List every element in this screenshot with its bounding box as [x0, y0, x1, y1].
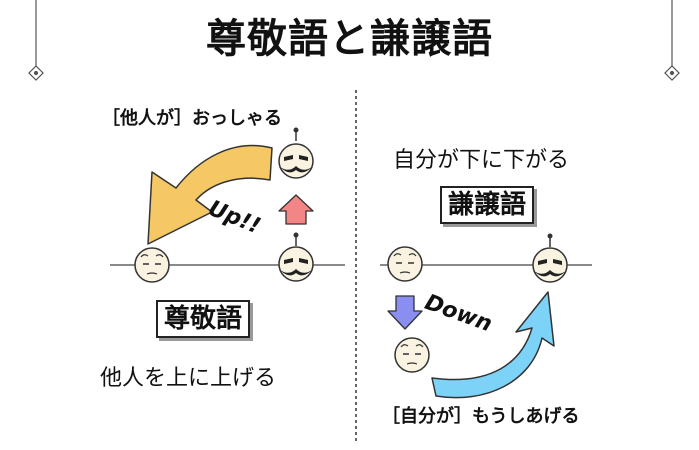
sonkeigo-box: 尊敬語	[156, 300, 251, 338]
up-arrow	[278, 194, 314, 225]
face-proud-base	[278, 232, 314, 282]
left-curved-arrow	[147, 144, 273, 245]
kenjougo-box: 謙譲語	[440, 186, 535, 224]
face-calm-right	[387, 246, 423, 282]
page-title: 尊敬語と謙譲語	[206, 15, 493, 62]
right-curved-arrow	[431, 291, 555, 399]
corner-ornament-left	[28, 0, 44, 81]
corner-ornament-right	[664, 0, 680, 81]
down-arrow	[387, 295, 423, 330]
right-subject-label: ［自分が］もうしあげる	[382, 406, 580, 427]
right-description: 自分が下に下がる	[393, 148, 570, 173]
face-proud-right	[532, 233, 568, 283]
face-calm-left	[134, 247, 170, 283]
face-calm-lowered	[394, 337, 430, 373]
face-proud-top	[278, 127, 314, 179]
left-description: 他人を上に上げる	[100, 366, 277, 391]
left-subject-label: ［他人が］おっしゃる	[102, 108, 282, 129]
